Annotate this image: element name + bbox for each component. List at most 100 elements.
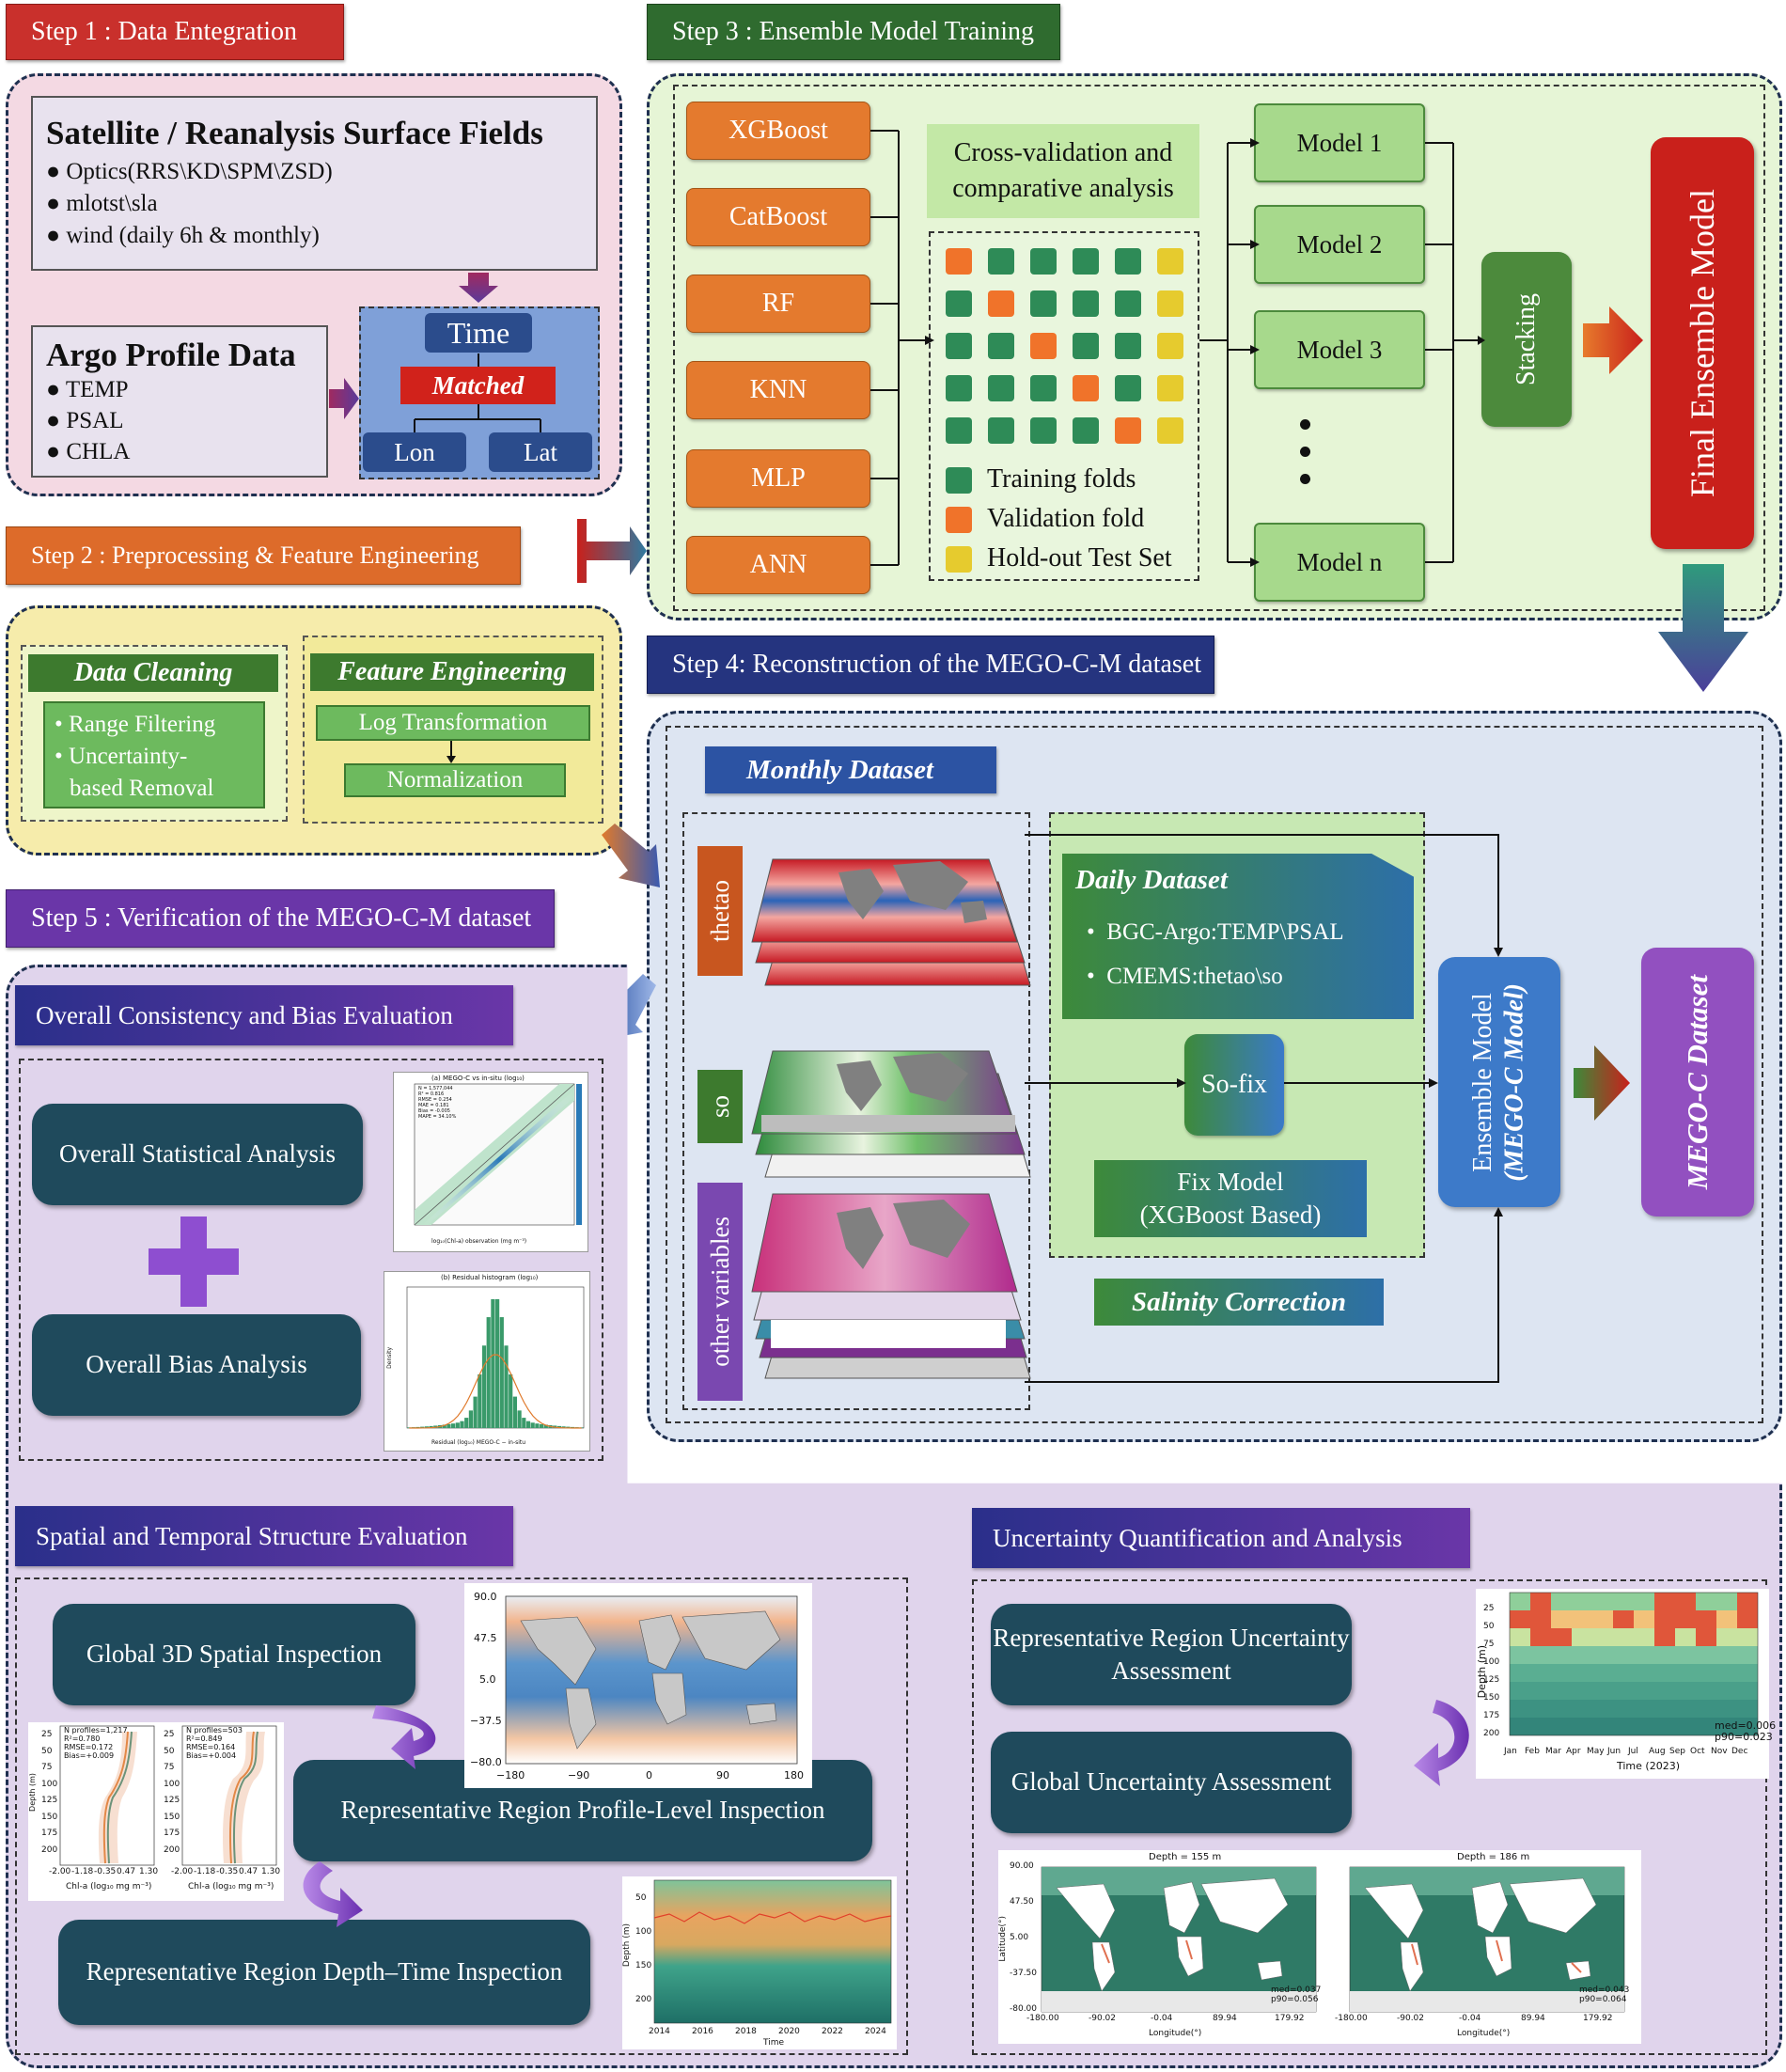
normal-fit-line — [409, 1354, 582, 1429]
heatmap-cell — [1634, 1682, 1654, 1700]
overall-statistical-analysis: Overall Statistical Analysis — [32, 1104, 363, 1205]
model-knn: KNN — [686, 361, 870, 419]
heatmap-cell — [1530, 1593, 1551, 1610]
validation-fold-cell — [1030, 333, 1057, 359]
axis-tick-label: -90.02 — [1397, 2014, 1425, 2023]
heatmap-cell — [1551, 1646, 1572, 1664]
heatmap-cell — [1737, 1664, 1758, 1682]
ellipsis-dots — [1295, 412, 1314, 506]
validation-fold-cell — [946, 248, 972, 275]
hist-bar — [473, 1396, 478, 1428]
axis-tick-label: 1.30 — [139, 1867, 159, 1876]
axis-tick-label: Nov — [1711, 1747, 1728, 1756]
heatmap-cell — [1592, 1610, 1613, 1628]
hist-bar — [556, 1425, 561, 1428]
axis-tick-label: 50 — [41, 1746, 53, 1756]
daily-item: • CMEMS:thetao\so — [1087, 964, 1283, 989]
heatmap-cell — [1716, 1610, 1737, 1628]
heatmap-cell — [1716, 1718, 1737, 1735]
heatmap-cell — [1510, 1610, 1530, 1628]
map-lon-tick: 0 — [646, 1769, 652, 1782]
heatmap-cell — [1572, 1593, 1592, 1610]
global-uncertainty: Global Uncertainty Assessment — [991, 1732, 1352, 1833]
heatmap-cell — [1510, 1682, 1530, 1700]
axis-tick-label: Feb — [1525, 1747, 1540, 1756]
cv-fold-grid — [940, 243, 1194, 449]
heatmap-cell — [1634, 1718, 1654, 1735]
axis-tick-label: -37.50 — [1010, 1969, 1038, 1978]
surface-fields-title: Satellite / Reanalysis Surface Fields — [46, 115, 543, 151]
heatmap-cell — [1737, 1610, 1758, 1628]
test-fold-cell — [1157, 290, 1183, 317]
cv-title-box: Cross-validation and comparative analysi… — [927, 124, 1199, 218]
axis-tick-label: 100 — [1483, 1657, 1500, 1667]
output-model-1: Model 1 — [1254, 103, 1425, 182]
down-arrow-icon — [459, 273, 498, 303]
cleaning-item: • Uncertainty- — [55, 744, 188, 769]
axis-tick-label: Dec — [1731, 1747, 1748, 1756]
model-catboost: CatBoost — [686, 188, 870, 246]
surface-item: ● Optics(RRS\KD\SPM\ZSD) — [46, 159, 333, 184]
output-model-2: Model 2 — [1254, 205, 1425, 284]
axis-tick-label: -0.04 — [1459, 2014, 1481, 2023]
axis-tick-label: 179.92 — [1583, 2014, 1613, 2023]
hist-bar — [420, 1426, 425, 1428]
model-ann: ANN — [686, 536, 870, 594]
heatmap-cell — [1530, 1682, 1551, 1700]
training-fold-cell — [988, 248, 1014, 275]
axis-tick-label: Oct — [1690, 1747, 1705, 1756]
argo-item: ● TEMP — [46, 377, 129, 402]
step4-connectors — [602, 824, 1630, 1383]
axis-tick-label: 50 — [1483, 1622, 1495, 1631]
data-cleaning-title: Data Cleaning — [28, 654, 278, 692]
hist-bar — [486, 1317, 491, 1428]
model-mlp: MLP — [686, 449, 870, 508]
axis-tick-label: 5.00 — [1010, 1933, 1029, 1942]
hist-bar — [540, 1423, 544, 1428]
heatmap-cell — [1737, 1646, 1758, 1664]
heatmap-cell — [1551, 1664, 1572, 1682]
heatmap-cell — [1654, 1610, 1675, 1628]
heatmap-cell — [1613, 1610, 1634, 1628]
axis-tick-label: Jan — [1504, 1747, 1517, 1756]
axis-tick-label: Aug — [1649, 1747, 1666, 1756]
axis-tick-label: 2014 — [649, 2027, 670, 2036]
step3-inner — [673, 85, 1765, 611]
heatmap-cell — [1696, 1682, 1716, 1700]
validation-fold-cell — [1115, 417, 1141, 444]
hist-bar — [460, 1421, 464, 1428]
axis-tick-label: 2020 — [778, 2027, 800, 2036]
axis-tick-label: Jul — [1628, 1747, 1638, 1756]
global-3d-spatial-inspection: Global 3D Spatial Inspection — [53, 1604, 415, 1705]
axis-tick-label: 200 — [635, 1995, 652, 2004]
heatmap-cell — [1613, 1664, 1634, 1682]
monthly-dataset-title: Monthly Dataset — [705, 746, 996, 793]
heatmap-cell — [1737, 1682, 1758, 1700]
uncertainty-title: Uncertainty Quantification and Analysis — [972, 1508, 1470, 1568]
axis-tick-label: 150 — [164, 1812, 180, 1822]
spatial-box — [15, 1578, 908, 2055]
axis-tick-label: -80.00 — [1010, 2004, 1038, 2014]
heatmap-cell — [1551, 1610, 1572, 1628]
axis-tick-label: 125 — [1483, 1675, 1500, 1685]
heatmap-cell — [1675, 1682, 1696, 1700]
hist-bar — [491, 1298, 495, 1428]
axis-tick-label: 1.30 — [261, 1867, 281, 1876]
axis-tick-label: -1.18 — [194, 1867, 216, 1876]
axis-tick-label: 90.00 — [1010, 1861, 1034, 1871]
axis-tick-label: 175 — [164, 1829, 180, 1838]
axis-tick-label: 100 — [164, 1779, 180, 1789]
heatmap-cell — [1654, 1682, 1675, 1700]
curved-arrow-icon — [372, 1705, 436, 1769]
heatmap-cell — [1696, 1664, 1716, 1682]
final-ensemble-box: Final Ensemble Model — [1651, 137, 1754, 549]
heatmap-cell — [1654, 1646, 1675, 1664]
heatmap-cell — [1551, 1593, 1572, 1610]
daily-dataset-title: Daily Dataset — [1075, 865, 1228, 895]
axis-tick-label: 25 — [164, 1730, 175, 1739]
step3-connectors — [577, 130, 1748, 692]
plus-icon — [149, 1217, 239, 1307]
